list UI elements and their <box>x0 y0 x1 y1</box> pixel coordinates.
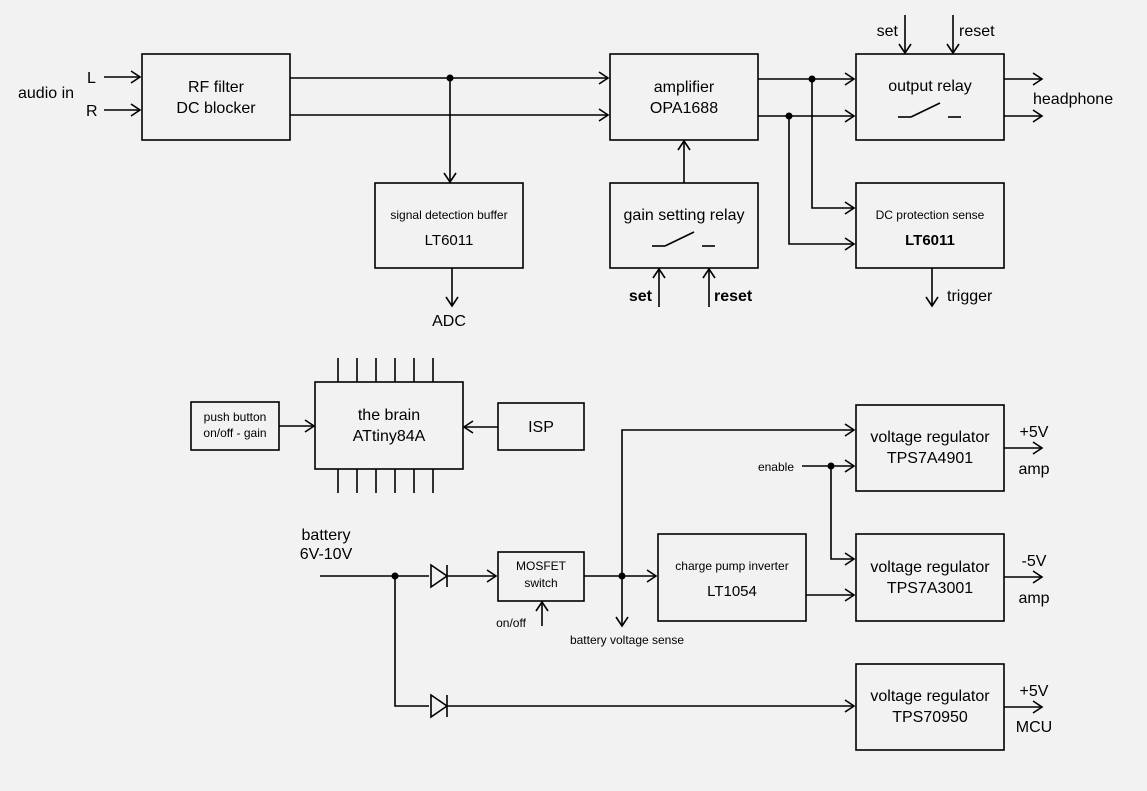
vreg-pos-part: TPS7A4901 <box>887 450 973 467</box>
enable-label: enable <box>758 460 794 474</box>
mosfet-switch-block: MOSFET switch <box>497 551 585 602</box>
battery-label: battery <box>302 527 351 544</box>
diode-icon <box>430 693 856 719</box>
gain-relay-switch-icon <box>652 231 715 247</box>
brain-title: the brain <box>358 407 420 424</box>
output-relay-block: output relay <box>855 53 1005 141</box>
push-button-block: push button on/off - gain <box>190 401 280 451</box>
audio-in-label: audio in <box>18 85 74 102</box>
vreg-neg-part: TPS7A3001 <box>887 580 973 597</box>
amplifier-title: amplifier <box>654 79 715 96</box>
signal-detection-buffer-block: signal detection buffer LT6011 <box>374 182 524 269</box>
gain-relay-title: gain setting relay <box>624 207 745 224</box>
adc-arrow <box>445 268 459 308</box>
vreg-pos-block: voltage regulator TPS7A4901 <box>855 404 1005 492</box>
isp-arrow <box>462 420 498 434</box>
vreg-neg-block: voltage regulator TPS7A3001 <box>855 533 1005 622</box>
vreg-neg-title: voltage regulator <box>870 559 990 576</box>
output-relay-control-arrows <box>898 15 960 55</box>
battery-range-label: 6V-10V <box>300 546 353 563</box>
gain-control-arrows <box>652 267 716 307</box>
vreg-mcu-title: voltage regulator <box>870 688 990 705</box>
brain-pins <box>337 358 434 493</box>
right-channel-label: R <box>86 103 98 120</box>
isp-block: ISP <box>497 402 585 451</box>
signal-buffer-part: LT6011 <box>425 232 474 249</box>
amp-to-output-wires <box>758 72 856 251</box>
adc-label: ADC <box>432 313 466 330</box>
gain-setting-relay-block: gain setting relay <box>609 182 759 269</box>
brain-block: the brain ATtiny84A <box>314 381 464 470</box>
on-off-arrow <box>535 600 549 626</box>
vreg-mcu-output-arrow <box>1004 700 1044 714</box>
trigger-label: trigger <box>947 288 993 305</box>
mosfet-title: MOSFET <box>516 559 567 573</box>
mosfet-subtitle: switch <box>524 576 557 590</box>
charge-pump-part: LT1054 <box>707 583 757 600</box>
battery-wires <box>320 572 429 707</box>
push-button-title: push button <box>204 410 267 424</box>
output-relay-title: output relay <box>888 78 972 95</box>
rf-filter-block: RF filter DC blocker <box>141 53 291 141</box>
battery-sense-label: battery voltage sense <box>570 633 684 647</box>
pos5v-label: +5V <box>1020 424 1049 441</box>
amp-pos-label: amp <box>1018 461 1049 478</box>
rf-to-amp-wires <box>290 71 610 184</box>
rf-filter-title: RF filter <box>188 79 245 96</box>
left-channel-label: L <box>87 70 96 87</box>
input-arrows <box>104 70 142 117</box>
dc-protection-part: LT6011 <box>905 232 955 249</box>
mcu5v-label: +5V <box>1020 683 1049 700</box>
headphone-arrows <box>1004 72 1044 123</box>
dc-protection-title: DC protection sense <box>876 208 985 222</box>
diode-icon <box>430 563 498 589</box>
mosfet-output-wires <box>584 423 856 628</box>
rf-filter-subtitle: DC blocker <box>176 100 256 117</box>
gain-reset-label: reset <box>714 288 753 305</box>
vreg-pos-title: voltage regulator <box>870 429 990 446</box>
isp-title: ISP <box>528 419 554 436</box>
enable-wires <box>802 459 856 566</box>
charge-pump-block: charge pump inverter LT1054 <box>657 533 807 622</box>
signal-buffer-title: signal detection buffer <box>390 208 507 222</box>
gain-to-amp-arrow <box>677 139 691 183</box>
charge-pump-title: charge pump inverter <box>675 559 788 573</box>
brain-part: ATtiny84A <box>353 428 426 445</box>
amplifier-block: amplifier OPA1688 <box>609 53 759 141</box>
on-off-label: on/off <box>496 616 526 630</box>
gain-set-label: set <box>629 288 653 305</box>
vreg-mcu-block: voltage regulator TPS70950 <box>855 663 1005 751</box>
dc-protection-block: DC protection sense LT6011 <box>855 182 1005 269</box>
headphone-label: headphone <box>1033 91 1113 108</box>
amp-neg-label: amp <box>1018 590 1049 607</box>
output-set-label: set <box>877 23 899 40</box>
mcu-label: MCU <box>1016 719 1052 736</box>
output-relay-switch-icon <box>898 102 961 118</box>
neg5v-label: -5V <box>1022 553 1047 570</box>
push-button-arrow <box>279 419 316 433</box>
vreg-pos-output-arrow <box>1004 441 1044 455</box>
output-reset-label: reset <box>959 23 995 40</box>
push-button-subtitle: on/off - gain <box>203 426 266 440</box>
trigger-arrow <box>925 268 939 308</box>
vreg-neg-output-arrow <box>1004 570 1044 584</box>
charge-pump-output-wire <box>806 588 856 602</box>
vreg-mcu-part: TPS70950 <box>892 709 968 726</box>
amplifier-part: OPA1688 <box>650 100 718 117</box>
